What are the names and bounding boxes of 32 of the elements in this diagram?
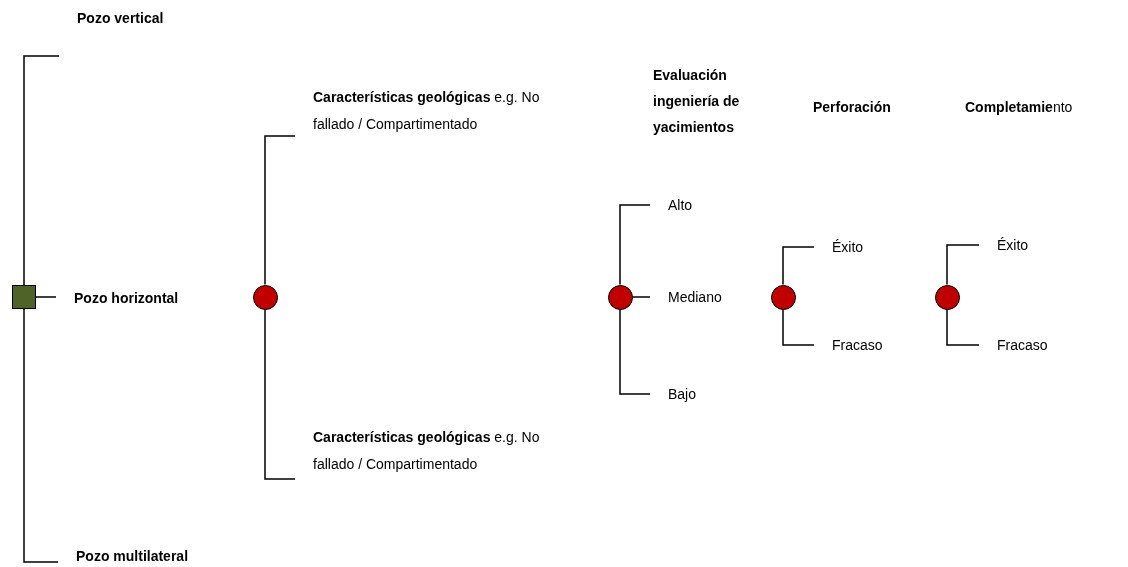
column-heading: Evaluación ingeniería de yacimientos [653, 66, 741, 137]
branch-line [619, 308, 651, 395]
column-heading: Perforación [813, 98, 891, 117]
branch-line [35, 296, 57, 298]
decision-square [12, 285, 36, 309]
branch-line [946, 244, 980, 286]
branch-label: Pozo multilateral [58, 546, 218, 566]
branch-label: Fracaso [979, 333, 1069, 357]
branch-label: Características geológicas e.g. No fallado / Compartimentado [295, 424, 547, 482]
branch-line [946, 308, 980, 346]
branch-line [23, 55, 60, 286]
branch-line [782, 246, 815, 286]
branch-line [264, 135, 296, 286]
branch-label: Éxito [814, 235, 884, 259]
branch-line [23, 308, 59, 563]
chance-node-circle [934, 284, 960, 310]
branch-label: Éxito [979, 233, 1049, 257]
branch-line [631, 296, 651, 298]
branch-label: Pozo vertical [59, 8, 199, 58]
branch-line [619, 204, 651, 286]
chance-node-circle [252, 284, 278, 310]
branch-label: Pozo horizontal [56, 287, 206, 309]
branch-label: Fracaso [814, 333, 904, 357]
branch-label: Características geológicas e.g. No fallado / Compartimentado [295, 84, 547, 140]
column-heading: Completamiento [965, 98, 1073, 117]
chance-node-circle [770, 284, 796, 310]
chance-node-circle [607, 284, 633, 310]
branch-label: Alto [650, 193, 720, 217]
branch-label: Mediano [650, 285, 740, 309]
branch-line [264, 308, 296, 480]
branch-label: Bajo [650, 382, 720, 406]
branch-line [782, 308, 815, 346]
